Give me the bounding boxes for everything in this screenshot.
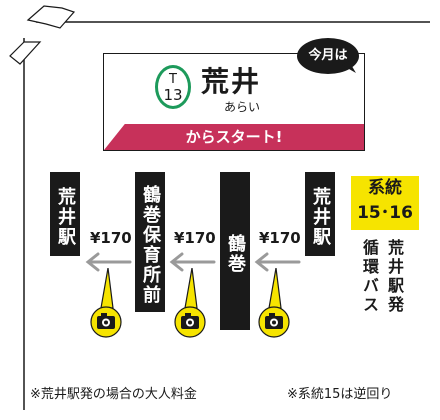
fare-note: ※荒井駅発の場合の大人料金 xyxy=(30,387,197,402)
stop-pillar-tsurumaki: 鶴巻 xyxy=(220,172,250,330)
stop-pillar-arai-end: 荒井駅 xyxy=(50,172,80,256)
camera-icon xyxy=(174,268,206,338)
speech-bubble: 今月は xyxy=(297,38,359,74)
tape-icon xyxy=(26,5,76,29)
station-number: 13 xyxy=(163,86,183,104)
fare-label: ¥170 xyxy=(259,229,301,247)
camera-icon xyxy=(90,268,122,338)
route-note: ※系統15は逆回り xyxy=(287,387,393,402)
arrow-left-icon xyxy=(254,252,301,272)
fare-label: ¥170 xyxy=(174,229,216,247)
route-desc-departure: 荒井駅発 xyxy=(385,239,404,315)
station-kana: あらい xyxy=(224,100,261,114)
route-box-line1: 系統 xyxy=(368,178,402,198)
route-number-box: 系統 15･16 xyxy=(351,176,419,230)
stop-pillar-tsurumaki-hoikusho: 鶴巻保育所前 xyxy=(135,172,165,312)
stop-pillar-arai-start: 荒井駅 xyxy=(305,172,335,256)
fare-label: ¥170 xyxy=(90,229,132,247)
arrow-left-icon xyxy=(169,252,216,272)
camera-icon xyxy=(258,268,290,338)
route-desc-loop: 循環バス xyxy=(360,239,379,315)
route-box-line2: 15･16 xyxy=(357,203,413,223)
line-letter: T xyxy=(169,72,177,87)
station-number-badge: T 13 xyxy=(155,65,191,109)
station-name: 荒井 xyxy=(201,65,262,98)
arrow-left-icon xyxy=(85,252,132,272)
tape-icon xyxy=(9,41,42,65)
start-ribbon: からスタート! xyxy=(104,124,364,150)
